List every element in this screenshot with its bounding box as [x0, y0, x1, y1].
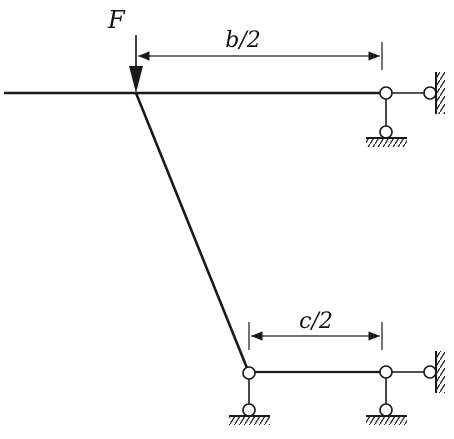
- bottom-left-support: [229, 366, 270, 425]
- top-dimension-label: b/2: [225, 28, 261, 53]
- bottom-right-support: [366, 351, 445, 425]
- top-dimension: [135, 40, 383, 70]
- top-right-support: [366, 72, 445, 147]
- bottom-dimension: [248, 322, 383, 350]
- inclined-member: [134, 92, 251, 374]
- force-label: F: [107, 6, 126, 34]
- bottom-dimension-label: c/2: [299, 309, 333, 334]
